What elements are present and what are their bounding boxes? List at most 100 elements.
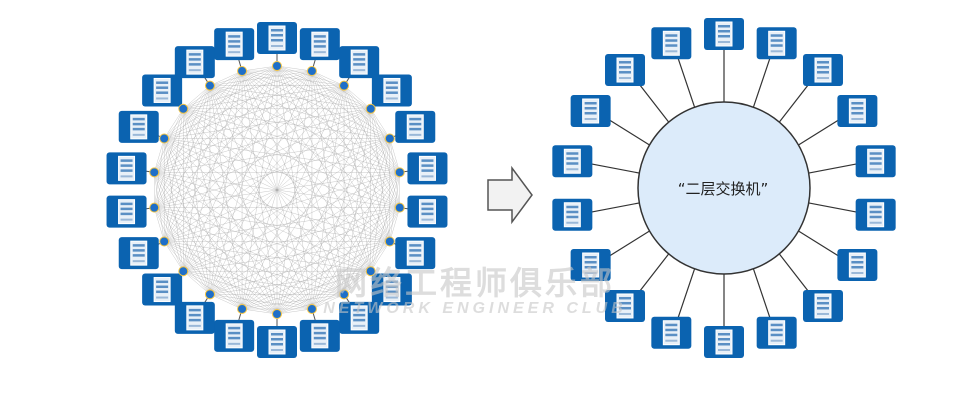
mesh-link (154, 207, 243, 310)
mesh-link (311, 70, 345, 86)
mesh-link (164, 85, 345, 242)
mesh-link (276, 308, 312, 315)
server-icon (756, 27, 797, 60)
server-icon (118, 110, 159, 143)
server-icon (855, 198, 896, 231)
star-devices (552, 18, 896, 358)
server-icon (371, 74, 412, 107)
star-link (778, 80, 812, 123)
full-mesh-links (154, 65, 400, 315)
mesh-link (163, 138, 211, 295)
mesh-link (154, 172, 313, 310)
mesh-link (311, 70, 371, 272)
mesh-link (154, 172, 184, 272)
server-icon (570, 249, 611, 281)
port-dot (237, 303, 248, 314)
mesh-link (209, 85, 400, 208)
mesh-link (154, 85, 345, 173)
mesh-link (242, 308, 278, 315)
mesh-link (164, 138, 400, 208)
port-dot (384, 236, 395, 247)
mesh-link (241, 70, 400, 208)
mesh-link (154, 207, 165, 242)
mesh-link (154, 207, 184, 272)
star-link (676, 56, 696, 108)
mesh-link (370, 108, 391, 139)
mesh-link (154, 85, 211, 208)
port-dot (339, 80, 350, 91)
mesh-link (154, 70, 243, 173)
mesh-link (343, 207, 400, 295)
mesh-link (343, 85, 400, 173)
mesh-link (370, 241, 391, 272)
server-icon (142, 74, 183, 107)
mesh-link (164, 138, 400, 173)
mesh-link (241, 70, 390, 242)
port-dot (306, 303, 317, 314)
mesh-link (183, 108, 390, 139)
server-icon (407, 152, 448, 185)
server-icon (142, 273, 183, 306)
mesh-link (154, 85, 211, 173)
star-link (605, 117, 650, 146)
mesh-link (183, 108, 313, 310)
port-dot (149, 167, 160, 178)
mesh-link (164, 85, 211, 139)
mesh-link (389, 207, 400, 242)
mesh-link (154, 172, 211, 295)
star-link (636, 253, 670, 296)
mesh-link (209, 294, 312, 310)
mesh-link (241, 70, 371, 272)
mesh-link (154, 207, 211, 295)
server-icon (257, 326, 297, 358)
mesh-link (163, 108, 184, 242)
mesh-link (164, 138, 345, 295)
port-dot (365, 103, 376, 114)
port-dot (365, 266, 376, 277)
layer2-switch-hub (637, 101, 811, 275)
port-dot (159, 236, 170, 247)
mesh-link (241, 70, 313, 310)
port-dot (394, 202, 405, 213)
mesh-link (183, 108, 278, 315)
mesh-link (183, 241, 390, 272)
mesh-link (241, 241, 390, 310)
mesh-link (154, 172, 345, 295)
mesh-link (242, 294, 345, 310)
star-link (798, 117, 843, 146)
server-icon (371, 273, 412, 306)
mesh-link (154, 207, 371, 272)
mesh-link (183, 108, 211, 295)
port-dot (306, 66, 317, 77)
port-dot (272, 309, 282, 319)
mesh-link (154, 138, 165, 173)
star-links (589, 48, 859, 328)
server-icon (339, 46, 380, 79)
server-icon (339, 301, 380, 334)
server-icon (174, 46, 215, 79)
star-link (798, 230, 843, 259)
server-icon (837, 249, 878, 281)
mesh-link (209, 70, 243, 295)
mesh-link (163, 85, 211, 242)
port-dot (339, 289, 350, 300)
star-link (605, 230, 650, 259)
star-link (676, 268, 696, 320)
server-icon (174, 301, 215, 334)
server-icon (395, 110, 436, 143)
mesh-link (154, 207, 390, 242)
star-link (752, 268, 772, 320)
mesh-link (154, 172, 371, 272)
star-link (808, 163, 859, 174)
mesh-link (154, 207, 278, 315)
mesh-link (183, 172, 400, 272)
port-dot (237, 66, 248, 77)
port-dot (384, 133, 395, 144)
server-icon (704, 326, 744, 358)
mesh-link (209, 138, 390, 295)
mesh-link (209, 294, 243, 310)
mesh-link (154, 172, 243, 310)
star-link (589, 202, 640, 213)
mesh-link (164, 70, 243, 139)
